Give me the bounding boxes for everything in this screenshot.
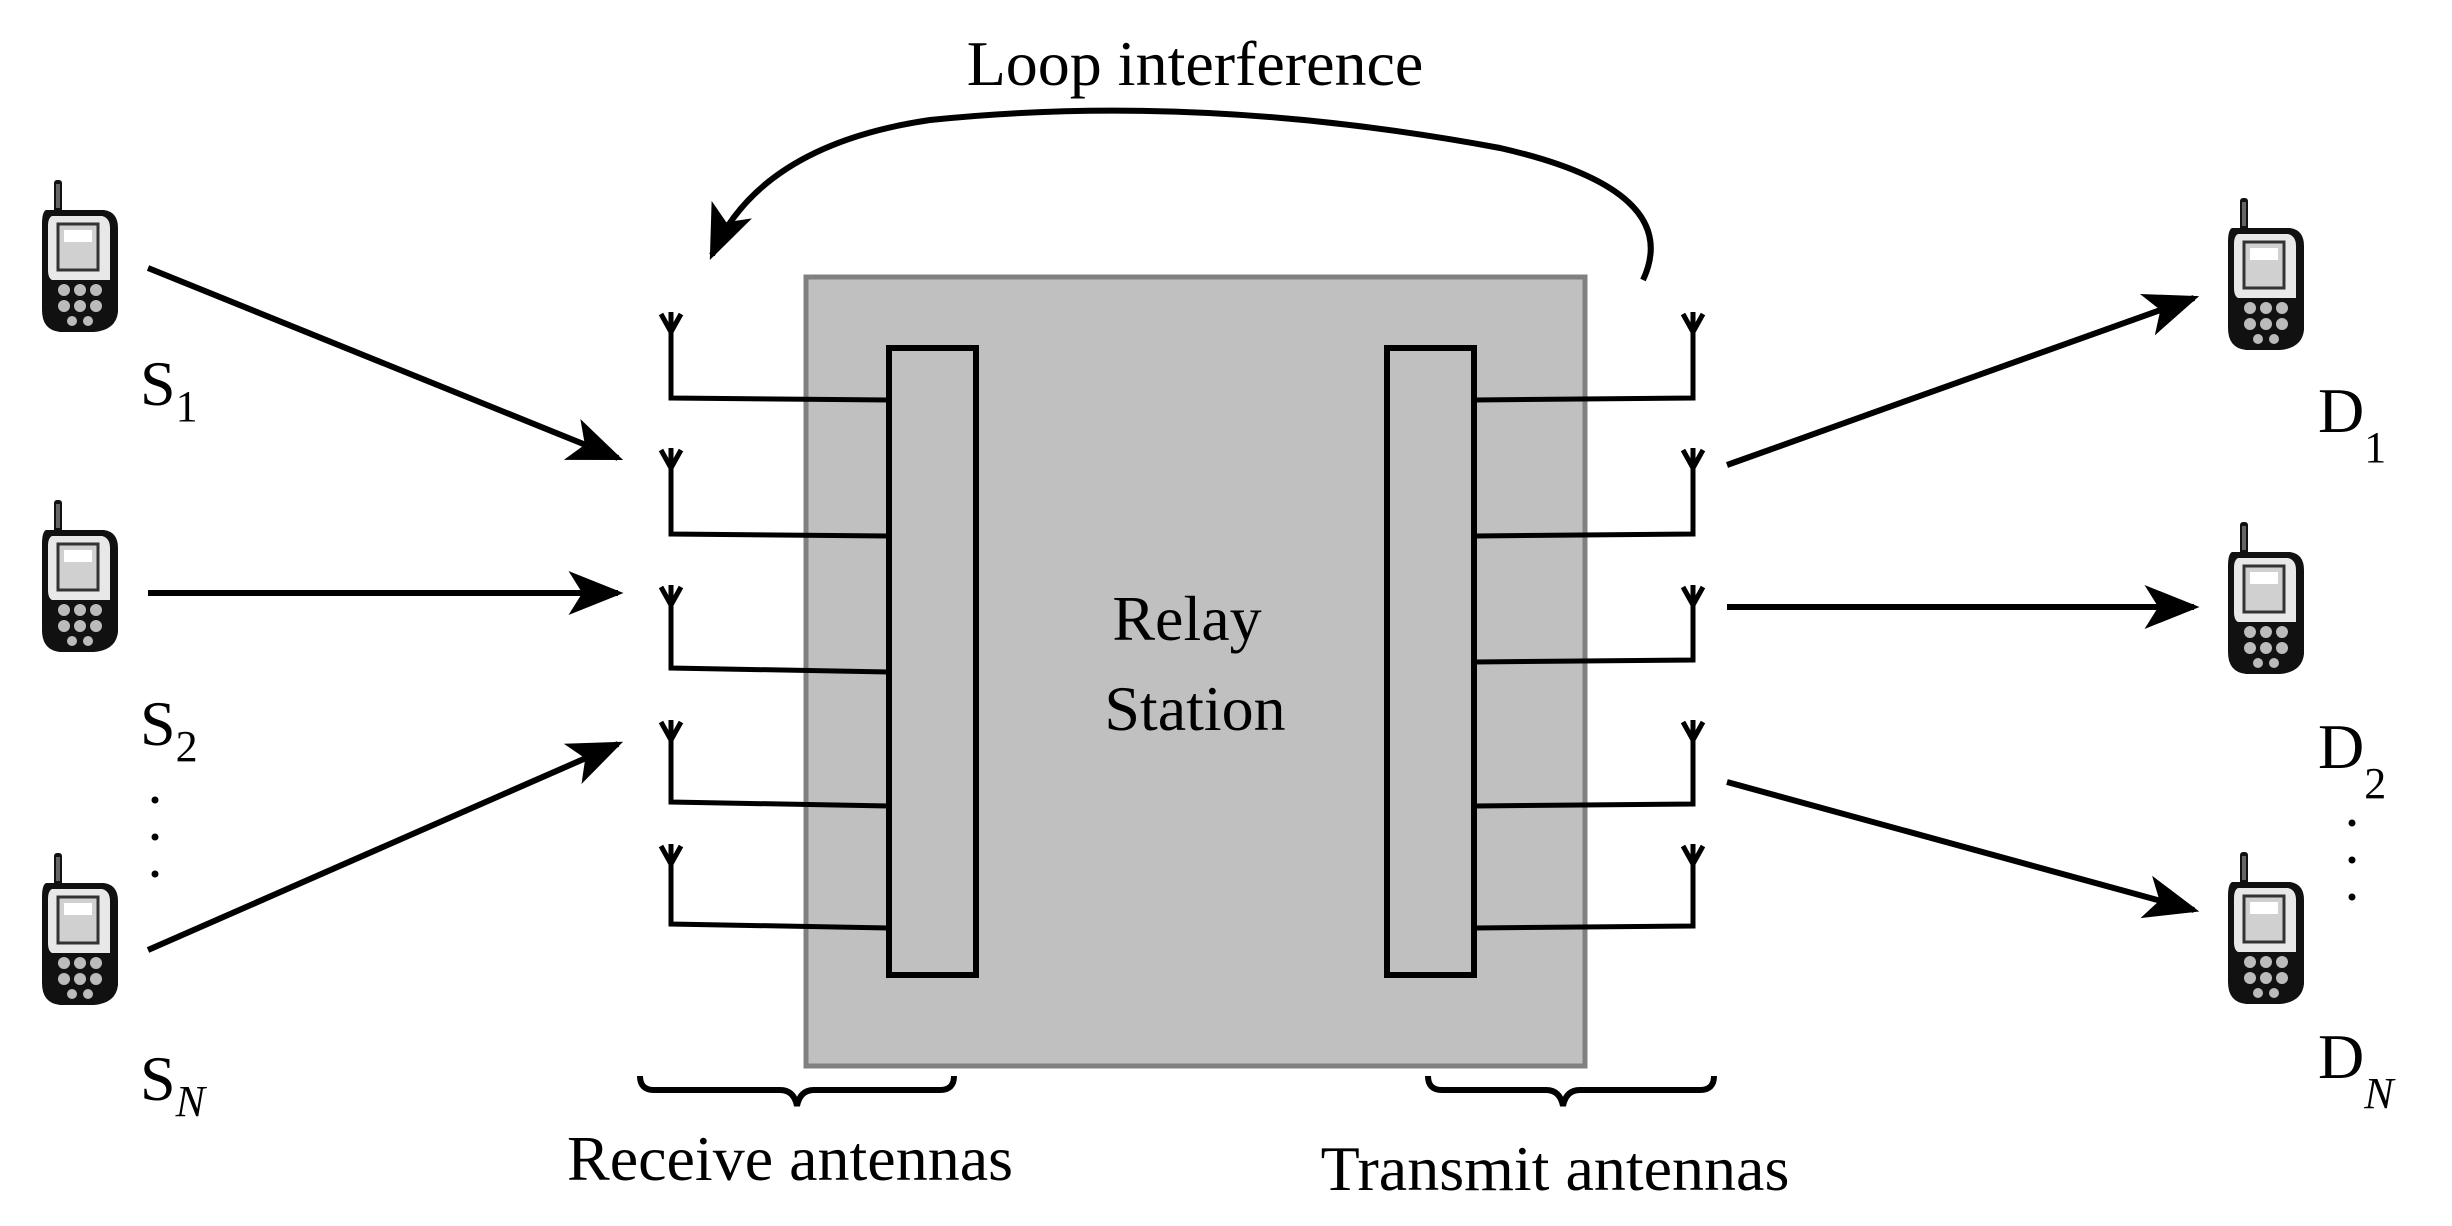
receive-antenna-array [661,312,890,931]
receive-antenna [661,844,890,931]
destination-phone-2-icon [2226,520,2306,676]
destination-phone-1-icon [2226,196,2306,352]
receive-antennas-label: Receive antennas [567,1123,1013,1194]
loop-interference-label: Loop interference [967,28,1424,99]
transmit-antennas-label: Transmit antennas [1321,1133,1790,1204]
destination-1-arrow [1725,293,2200,468]
source-ellipsis-dots [151,796,159,878]
destination-1-label: D1 [2318,375,2386,472]
destination-phone-n-icon [2226,850,2306,1006]
receive-panel [886,345,979,978]
source-1-arrow [146,265,624,461]
transmit-antenna [1473,312,1703,403]
destination-ellipsis-dots [2348,819,2356,901]
source-2-label: S2 [140,688,198,771]
receive-antenna [661,312,890,403]
source-phone-1-icon [40,178,120,334]
loop-interference-arrow [709,107,1654,282]
destination-n-label: DN [2318,1021,2396,1118]
receive-antenna [661,720,890,809]
transmit-antenna [1473,585,1703,665]
source-phone-2-icon [40,498,120,654]
transmit-antenna [1473,448,1703,539]
relay-station-label: Relay Station [1104,583,1285,744]
receive-antenna [661,585,890,675]
transmit-antenna [1473,720,1703,809]
source-phone-n-icon [40,851,120,1007]
transmit-antennas-brace [1425,1075,1717,1107]
transmit-antenna-array [1473,312,1703,931]
transmit-panel [1384,345,1477,978]
receive-antenna [661,448,890,539]
source-1-label: S1 [140,348,198,431]
destination-2-label: D2 [2318,711,2386,808]
source-n-arrow [146,741,624,953]
receive-antennas-brace [637,1075,957,1107]
transmit-antenna [1473,844,1703,931]
source-n-label: SN [140,1043,208,1126]
destination-n-arrow [1726,779,2200,919]
